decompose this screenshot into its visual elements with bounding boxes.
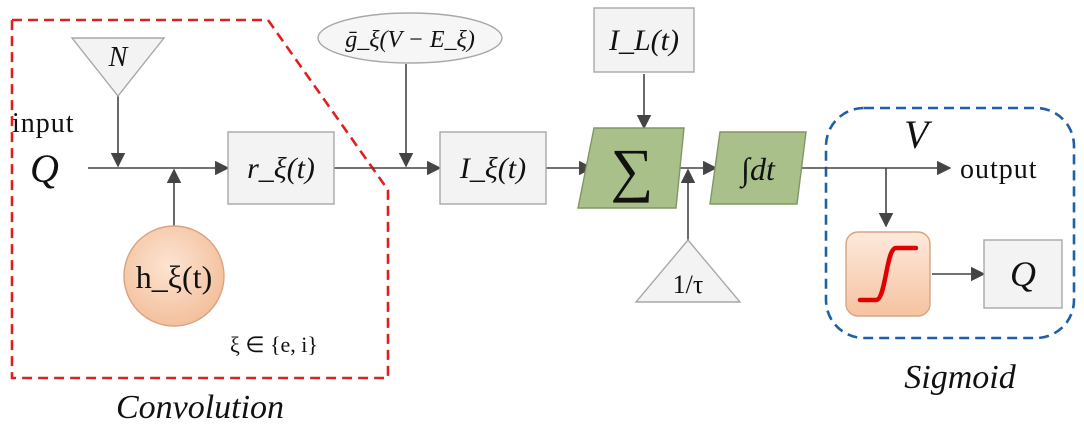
input-label: input xyxy=(12,108,75,139)
tau-triangle xyxy=(634,238,742,303)
V-label: V xyxy=(904,112,933,157)
sigma-icon: ∑ xyxy=(611,137,654,203)
convolution-caption: Convolution xyxy=(116,389,284,426)
h-circle xyxy=(123,225,225,327)
r-box xyxy=(227,131,335,205)
xi-set-label: ξ ∈ {e, i} xyxy=(230,332,318,357)
h-circle-label: h_ξ(t) xyxy=(136,259,212,295)
integral-label: ∫dt xyxy=(739,151,776,189)
IL-box-label: I_L(t) xyxy=(608,24,679,57)
sigmoid-curve-icon xyxy=(857,245,919,303)
I-box-label: I_ξ(t) xyxy=(459,152,526,185)
IL-box xyxy=(593,7,695,73)
input-Q-label: Q xyxy=(30,146,59,191)
tau-label: 1/τ xyxy=(673,270,704,299)
Q-output-label: Q xyxy=(1010,254,1036,294)
convolution-region xyxy=(10,18,390,380)
sum-block xyxy=(577,127,685,209)
sigmoid-region xyxy=(824,106,1076,340)
r-box-label: r_ξ(t) xyxy=(247,152,315,185)
conductance-label: ḡ_ξ(V − E_ξ) xyxy=(345,27,475,53)
noise-N-label: N xyxy=(108,42,129,73)
noise-triangle xyxy=(70,37,166,98)
integrator-block xyxy=(709,131,807,205)
sigmoid-caption: Sigmoid xyxy=(904,359,1016,396)
Q-output-box xyxy=(983,239,1063,309)
conductance-ellipse xyxy=(317,12,503,64)
output-label: output xyxy=(960,154,1038,185)
I-box xyxy=(439,131,547,205)
